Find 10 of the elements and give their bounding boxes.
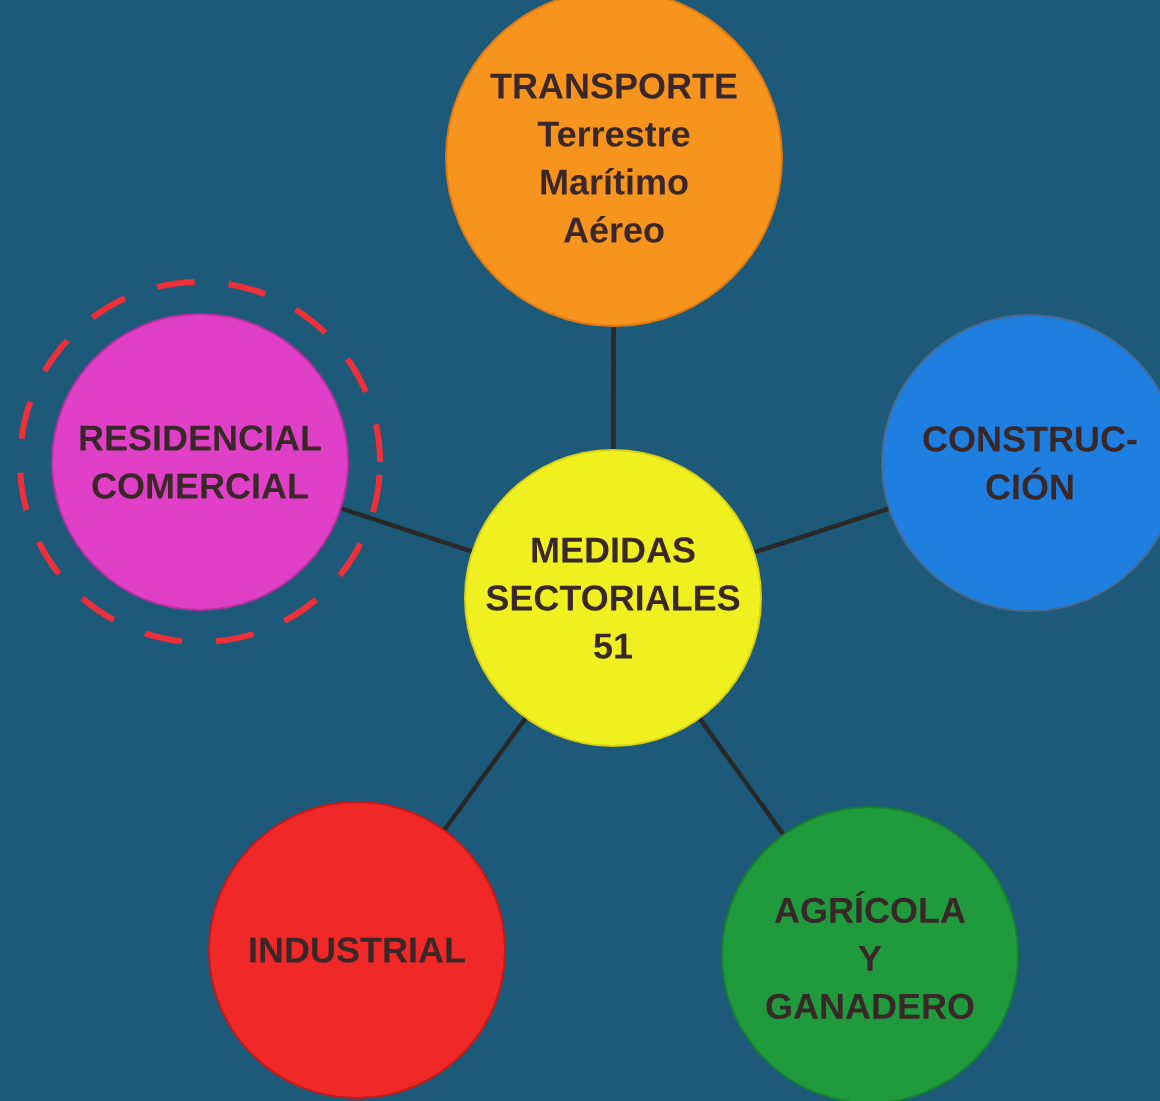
connector-line <box>442 717 528 831</box>
connector-line <box>698 717 785 836</box>
connector-line <box>754 506 889 555</box>
connector-line <box>340 506 473 554</box>
circle-node: MEDIDAS SECTORIALES 51 <box>464 449 762 747</box>
circle-node: INDUSTRIAL <box>208 801 506 1099</box>
circle-node: CONSTRUC-CIÓN <box>881 314 1160 612</box>
circle-node: AGRÍCOLA Y GANADERO <box>721 806 1019 1101</box>
connector-line <box>611 326 616 449</box>
circle-node: RESIDENCIAL COMERCIAL <box>51 313 349 611</box>
